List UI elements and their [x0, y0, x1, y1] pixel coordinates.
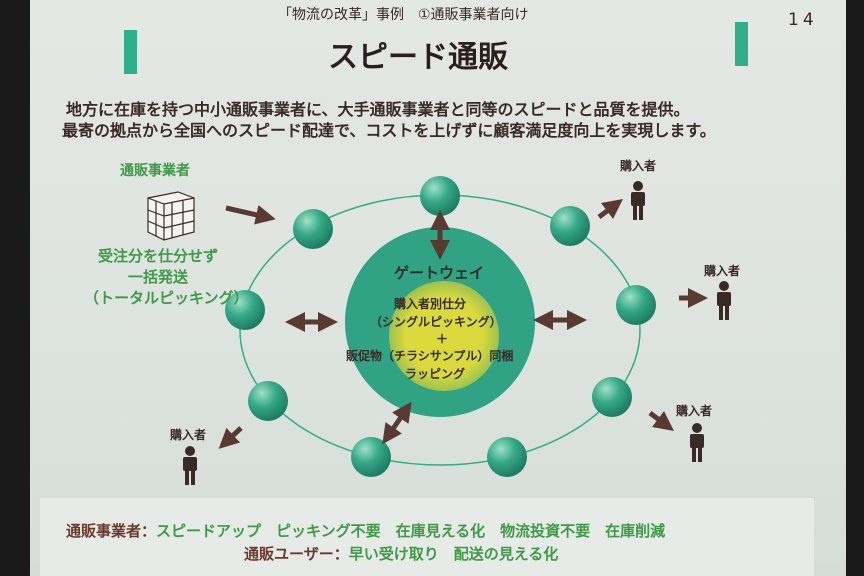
title-accent-left	[124, 30, 137, 74]
gateway-line-2: （シングルピッキング）	[370, 315, 502, 329]
intro-line-1: 地方に在庫を持つ中小通販事業者に、大手通販事業者と同等のスピードと品質を提供。	[66, 100, 690, 119]
benefits-merchant-label: 通販事業者：	[66, 522, 157, 540]
person-icon	[631, 181, 645, 220]
hub-sphere	[420, 176, 460, 216]
slide-subtitle: 「物流の改革」事例 ①通販事業者向け	[278, 7, 529, 23]
benefits-user-label: 通販ユーザー：	[244, 545, 349, 563]
benefits-user: 通販ユーザー：早い受け取り 配送の見える化	[244, 543, 558, 564]
buyer-label: 購入者	[704, 264, 741, 278]
arrow-to-buyer	[597, 199, 623, 219]
hub-sphere	[293, 209, 333, 249]
person-icon	[183, 446, 197, 485]
benefits-user-items: 早い受け取り 配送の見える化	[348, 545, 559, 563]
page-number: 14	[788, 10, 818, 30]
benefits-merchant-items: スピードアップ ピッキング不要 在庫見える化 物流投資不要 在庫削減	[156, 522, 666, 540]
warehouse-rack-icon	[147, 191, 195, 241]
gateway-line-1: 購入者別仕分	[394, 297, 467, 311]
buyer-label: 購入者	[170, 428, 207, 442]
benefits-merchant: 通販事業者：スピードアップ ピッキング不要 在庫見える化 物流投資不要 在庫削減	[66, 520, 665, 541]
buyer-icons	[183, 181, 731, 485]
arrow-gateway-bottom	[382, 401, 412, 445]
arrow-to-buyer	[648, 411, 674, 431]
page-title: スピード通販	[328, 40, 508, 75]
person-icon	[690, 423, 704, 462]
intro-line-2: 最寄の拠点から全国へのスピード配達で、コストを上げずに顧客満足度向上を実現します…	[62, 121, 716, 140]
merchant-desc-2: 一括発送	[128, 268, 189, 286]
hub-sphere	[550, 206, 590, 246]
hub-sphere	[487, 437, 527, 477]
hub-spheres	[225, 176, 656, 477]
gateway-line-5: ラッピング	[405, 367, 466, 381]
buyer-label: 購入者	[676, 404, 713, 418]
hub-sphere	[351, 437, 391, 477]
gateway-title: ゲートウェイ	[394, 264, 485, 282]
hub-sphere	[225, 290, 265, 330]
gateway-line-4: 販促物（チラシサンプル）同梱	[346, 349, 514, 363]
buyer-label: 購入者	[620, 159, 657, 173]
arrow-merchant-to-hub	[225, 205, 276, 225]
person-icon	[717, 281, 731, 320]
hub-sphere	[592, 377, 632, 417]
gateway-core	[389, 281, 499, 391]
merchant-label: 通販事業者	[120, 163, 190, 179]
hub-sphere	[616, 285, 656, 325]
gateway-line-3: ＋	[436, 332, 449, 346]
hub-sphere	[248, 381, 288, 421]
benefits-panel	[40, 498, 814, 576]
merchant-desc-3: （トータルピッキング）	[84, 289, 249, 307]
arrow-to-buyer	[218, 426, 243, 449]
merchant-desc-1: 受注分を仕分せず	[98, 247, 219, 265]
title-accent-right	[735, 22, 748, 66]
